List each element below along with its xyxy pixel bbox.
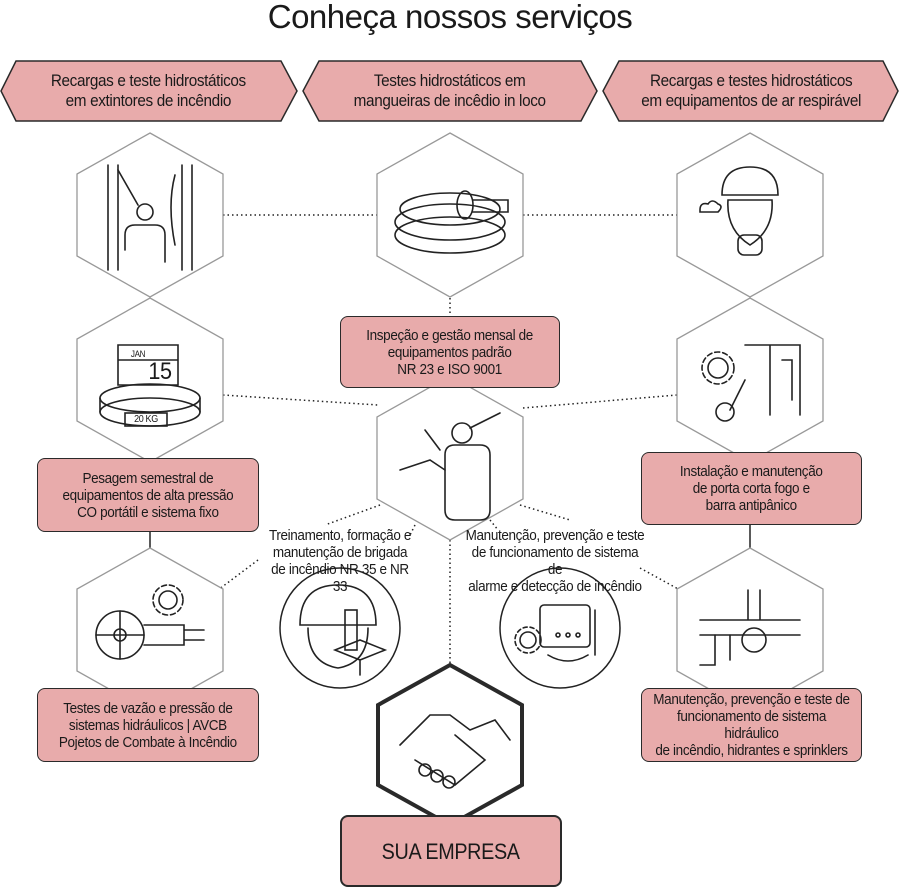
box-inspection: Inspeção e gestão mensal de equipamentos… (340, 316, 560, 388)
label-training: Treinamento, formação e manutenção de br… (268, 527, 412, 595)
calendar-month: JAN (130, 349, 146, 359)
technician-tools-icon (399, 412, 501, 521)
breathing-mask-icon (699, 166, 779, 256)
box-hydraulic-tests: Testes de vazão e pressão de sistemas hi… (37, 688, 259, 762)
hex-door (676, 297, 824, 463)
company-box: SUA EMPRESA (340, 815, 562, 887)
banner-shapes (0, 60, 899, 122)
sprinkler-pipe-icon (699, 589, 801, 666)
banner-hoses: Testes hidrostáticos em mangueiras de in… (353, 71, 546, 110)
alarm-panel-icon (514, 604, 596, 662)
page-title: Conheça nossos serviços (267, 0, 633, 35)
fire-hose-icon (394, 190, 509, 254)
handshake-icon (399, 714, 511, 789)
circle-alarm (499, 567, 621, 689)
calendar-day: 15 (148, 358, 172, 385)
connector-lines (149, 214, 751, 665)
banner-breathing-air: Recargas e testes hidrostáticos em equip… (641, 71, 861, 110)
box-sprinklers: Manutenção, prevenção e teste de funcion… (641, 688, 862, 762)
extinguisher-cabinet-icon (107, 164, 193, 271)
box-fire-door: Instalação e manutenção de porta corta f… (641, 452, 862, 525)
door-gear-icon (701, 344, 801, 422)
scale-readout: 20 KG (134, 414, 158, 425)
banner-extinguishers: Recargas e teste hidrostáticos em extint… (50, 71, 246, 110)
firefighter-graduate-icon (299, 584, 388, 676)
hex-breathing (676, 132, 824, 298)
hex-inspection (376, 375, 524, 541)
valve-gear-icon (95, 584, 205, 660)
hex-extinguisher (76, 132, 224, 298)
calendar-scale-icon (99, 344, 201, 427)
label-alarm: Manutenção, prevenção e teste de funcion… (465, 527, 645, 595)
box-weighing: Pesagem semestral de equipamentos de alt… (37, 458, 259, 532)
